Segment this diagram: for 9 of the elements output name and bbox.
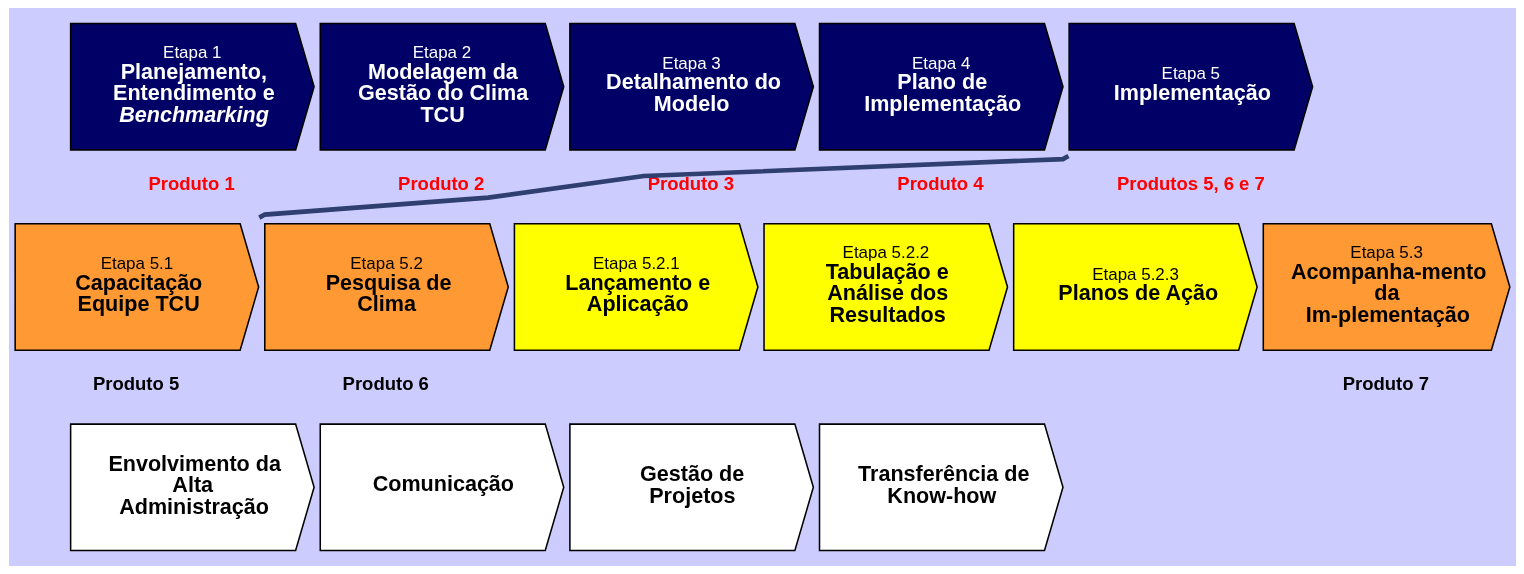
- connector: [257, 153, 1069, 220]
- node-label: Produtos 5, 6 e 7: [1116, 173, 1265, 195]
- node-label: Produto 5: [92, 373, 179, 395]
- node-label: Produto 3: [647, 173, 734, 195]
- node-label: Produto 4: [896, 173, 984, 195]
- node-label: Produto 6: [342, 373, 429, 395]
- node-label: Produto 2: [397, 173, 484, 195]
- node-label: Produto 1: [147, 173, 235, 195]
- node-label: Produto 7: [1342, 373, 1429, 395]
